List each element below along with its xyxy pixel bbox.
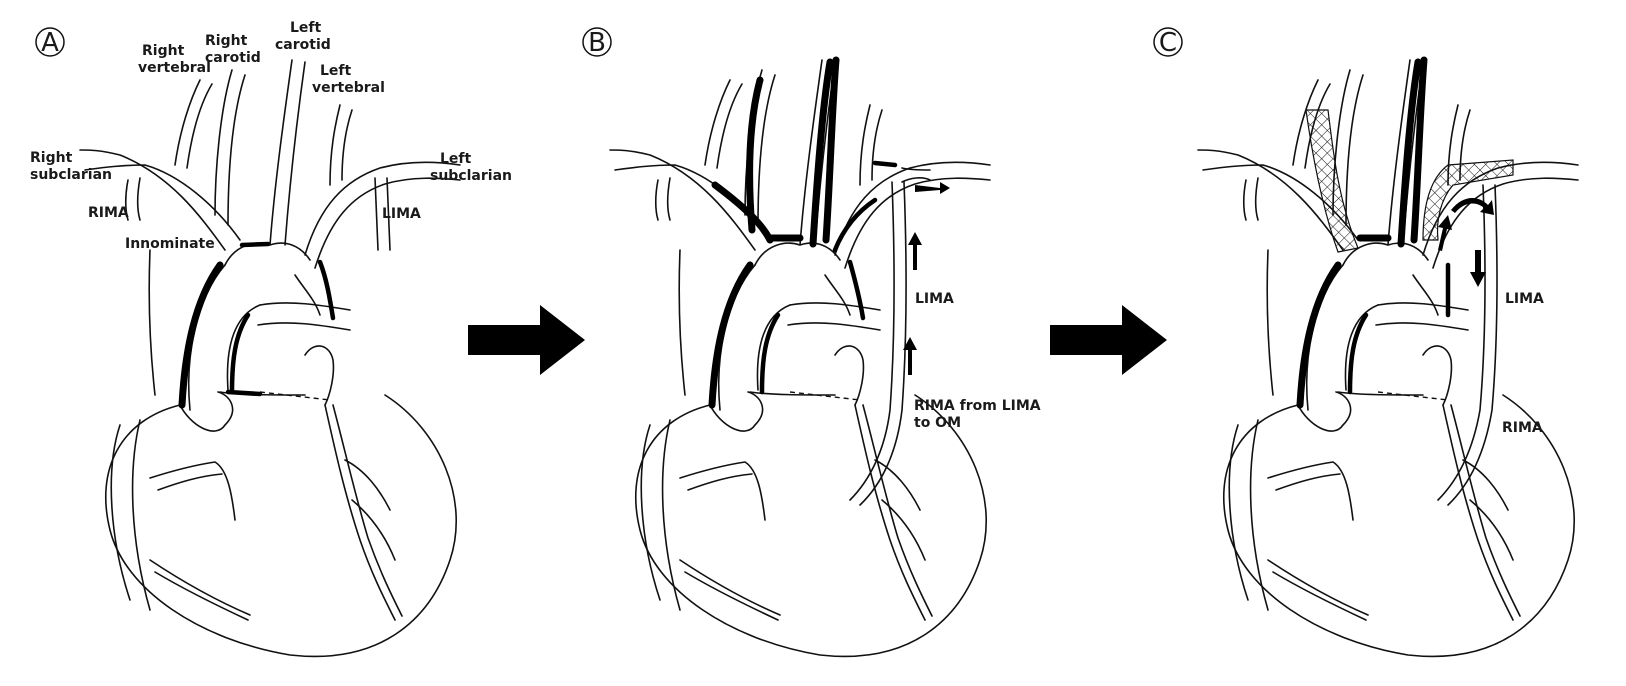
a-label-right-vertebral-2: vertebral [138, 60, 211, 76]
a-label-left-carotid-1: Left [290, 20, 322, 36]
a-label-left-carotid-2: carotid [275, 37, 331, 53]
a-label-lima: LIMA [382, 206, 421, 222]
a-label-rima: RIMA [88, 205, 129, 221]
panel-c: C LIMA RIMA [1153, 27, 1579, 658]
svg-text:B: B [588, 28, 606, 58]
panel-c-badge: C [1153, 27, 1183, 58]
a-label-right-vertebral-1: Right [142, 43, 185, 59]
panel-a-heart [79, 59, 461, 658]
stent-right [1305, 109, 1359, 253]
a-label-left-subclarian-1: Left [440, 151, 472, 167]
panel-a: A Right vertebral Right carotid Left car… [30, 20, 512, 658]
panel-c-heart [1197, 56, 1579, 658]
stent-left [1422, 159, 1514, 241]
a-label-right-subclarian-1: Right [30, 150, 73, 166]
b-label-lima: LIMA [915, 291, 954, 307]
arrow-b-to-c [1050, 305, 1167, 375]
a-label-right-carotid-1: Right [205, 33, 248, 49]
a-label-left-vertebral-1: Left [320, 63, 352, 79]
panel-b-badge: B [582, 27, 612, 58]
a-label-right-subclarian-2: subclarian [30, 167, 112, 183]
c-label-lima: LIMA [1505, 291, 1544, 307]
svg-text:C: C [1159, 28, 1177, 58]
panel-a-badge: A [35, 27, 65, 58]
b-label-rima-1: RIMA from LIMA [914, 398, 1041, 414]
svg-text:A: A [41, 28, 59, 58]
panel-b-heart [609, 56, 991, 658]
arrow-a-to-b [468, 305, 585, 375]
c-label-rima: RIMA [1502, 420, 1543, 436]
panel-b: B LIMA RIMA from LIMA to OM [582, 27, 1041, 658]
a-label-right-carotid-2: carotid [205, 50, 261, 66]
a-label-left-subclarian-2: subclarian [430, 168, 512, 184]
a-label-left-vertebral-2: vertebral [312, 80, 385, 96]
b-label-rima-2: to OM [914, 415, 961, 431]
a-label-innominate: Innominate [125, 236, 215, 252]
